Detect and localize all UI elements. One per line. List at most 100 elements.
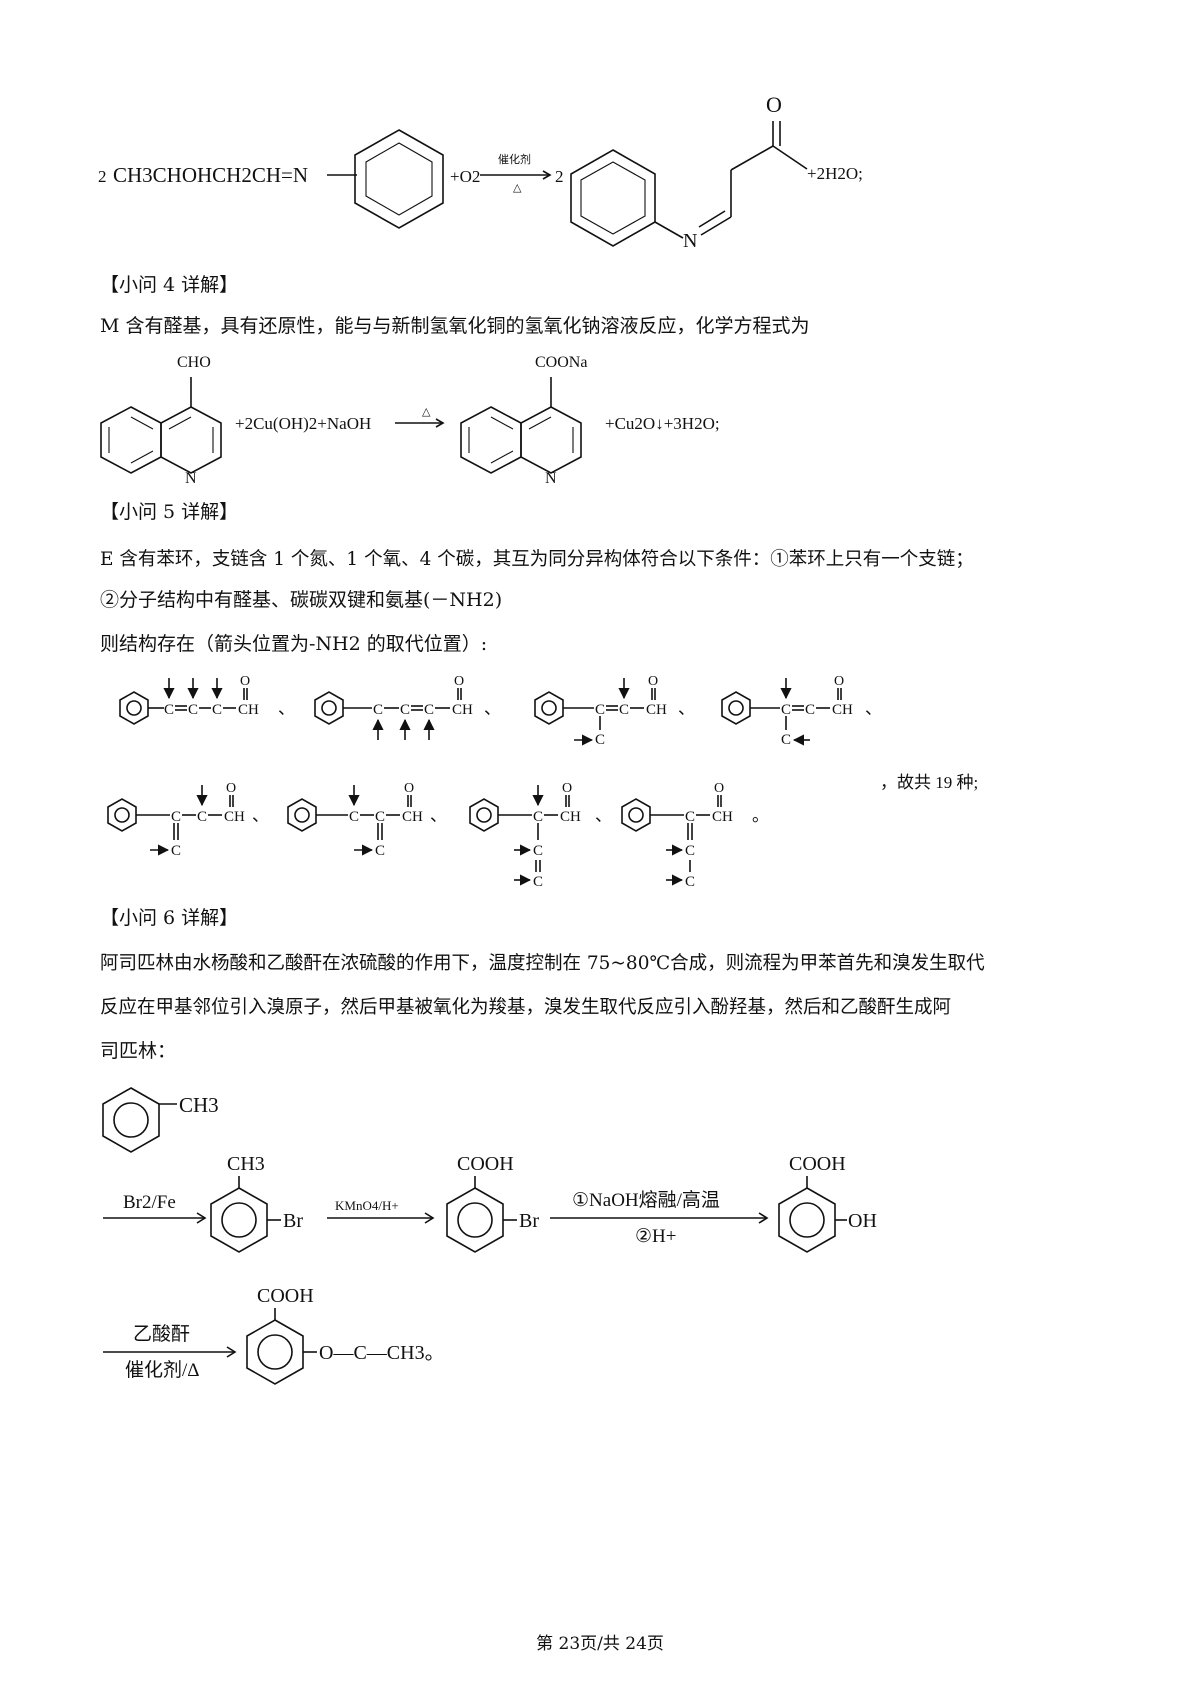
- eq3-catalyst: 催化剂: [498, 152, 531, 166]
- svg-text:COOH: COOH: [457, 1153, 514, 1175]
- isomer-7: C CH O C C: [469, 781, 581, 890]
- isomer-3: C C CH O C: [534, 674, 667, 748]
- svg-text:C: C: [781, 732, 791, 748]
- svg-text:、: 、: [678, 699, 695, 718]
- bromobenzoic-acid: COOH Br: [446, 1153, 539, 1253]
- q4-benzo-ring: [100, 406, 162, 474]
- q4-product-pyridine-ring: [520, 406, 582, 474]
- q5-line1: E 含有苯环，支链含 1 个氮、1 个氧、4 个碳，其互为同分异构体符合以下条件…: [100, 549, 974, 570]
- svg-text:、: 、: [252, 806, 269, 825]
- salicylic-acid: COOH OH: [778, 1153, 877, 1253]
- svg-text:C: C: [595, 702, 605, 718]
- svg-text:O: O: [404, 781, 414, 796]
- svg-text:C: C: [619, 702, 629, 718]
- isomer-4: C C CH O C: [721, 674, 853, 748]
- svg-text:O: O: [562, 781, 572, 796]
- toluene: CH3: [102, 1087, 219, 1153]
- svg-text:CH: CH: [224, 809, 245, 825]
- svg-text:C: C: [805, 702, 815, 718]
- eq3-product-n: N: [683, 230, 697, 252]
- svg-text:C: C: [595, 732, 605, 748]
- svg-text:C: C: [685, 809, 695, 825]
- eq3-water: +2H2O;: [807, 164, 863, 183]
- svg-text:C: C: [533, 809, 543, 825]
- q4-cho: CHO: [177, 354, 211, 371]
- q4-heading: 【小问 4 详解】: [100, 274, 239, 296]
- svg-text:CH: CH: [452, 702, 473, 718]
- svg-text:CH: CH: [238, 702, 259, 718]
- eq3-coefficient: 2: [98, 167, 107, 186]
- svg-text:O: O: [834, 674, 844, 689]
- svg-text:CH: CH: [402, 809, 423, 825]
- q6-step2: KMnO4/H+: [335, 1198, 399, 1213]
- svg-text:C: C: [533, 874, 543, 890]
- eq3-benzene-inner: [365, 142, 433, 216]
- svg-text:、: 、: [484, 699, 501, 718]
- eq3-plus-o2: +O2: [450, 167, 480, 186]
- q4-coona: COONa: [535, 354, 587, 371]
- svg-text:C: C: [781, 702, 791, 718]
- svg-text:C: C: [197, 809, 207, 825]
- q6-synthesis-scheme: CH3 Br2/Fe CH3 Br KMnO4/H+ COOH Br ①NaOH…: [102, 1087, 877, 1385]
- isomer-1: C C C CH O: [119, 674, 259, 725]
- aspirin: COOH O—C—CH3。: [246, 1285, 445, 1385]
- svg-text:C: C: [373, 702, 383, 718]
- q4-products: +Cu2O↓+3H2O;: [605, 414, 720, 433]
- svg-text:C: C: [212, 702, 222, 718]
- q4-pyridine-ring: [160, 406, 222, 474]
- svg-text:O: O: [714, 781, 724, 796]
- svg-text:、: 、: [865, 699, 882, 718]
- svg-text:C: C: [533, 843, 543, 859]
- q5-line3: 则结构存在（箭头位置为-NH2 的取代位置）:: [100, 633, 488, 655]
- q6-line3: 司匹林：: [100, 1040, 177, 1062]
- q5-total: ，故共 19 种;: [880, 773, 978, 792]
- q6-step3b: ②H+: [635, 1226, 676, 1247]
- q6-line2: 反应在甲基邻位引入溴原子，然后甲基被氧化为羧基，溴发生取代反应引入酚羟基，然后和…: [100, 997, 952, 1018]
- eq3-heat: △: [513, 182, 522, 194]
- svg-text:CH: CH: [712, 809, 733, 825]
- q6-step1: Br2/Fe: [123, 1192, 176, 1213]
- isomer-5: C C CH O C: [107, 781, 245, 859]
- svg-text:CH3: CH3: [227, 1153, 265, 1175]
- q5-isomers-row2: C C CH O C 、 C C CH O C 、 C CH: [107, 773, 978, 890]
- svg-text:C: C: [375, 809, 385, 825]
- q4-heat: △: [422, 406, 431, 418]
- svg-text:OH: OH: [848, 1210, 877, 1232]
- svg-text:C: C: [375, 843, 385, 859]
- isomer-6: C C CH O C: [287, 781, 423, 859]
- q6-step4b: 催化剂/Δ: [125, 1359, 200, 1381]
- svg-text:C: C: [685, 843, 695, 859]
- svg-text:、: 、: [278, 699, 295, 718]
- page-number: 第 23页/共 24页: [536, 1634, 664, 1654]
- svg-text:Br: Br: [519, 1210, 539, 1232]
- eq3-arrow-head: [542, 170, 552, 180]
- svg-text:C: C: [188, 702, 198, 718]
- eq3-reaction-scheme: 2 CH3CHOHCH2CH=N +O2 催化剂 △ 2 N O +2H2O;: [98, 92, 863, 252]
- svg-text:CH: CH: [646, 702, 667, 718]
- q6-line1: 阿司匹林由水杨酸和乙酸酐在浓硫酸的作用下，温度控制在 75~80℃合成，则流程为…: [100, 953, 985, 974]
- q5-isomers-row1: C C C CH O 、 C C C CH O 、 C C: [119, 674, 882, 748]
- q4-text: M 含有醛基，具有还原性，能与与新制氢氧化铜的氢氧化钠溶液反应，化学方程式为: [100, 315, 810, 337]
- eq3-reactant-formula: CH3CHOHCH2CH=N: [113, 163, 308, 187]
- q5-line2: ②分子结构中有醛基、碳碳双键和氨基(－NH2): [100, 589, 503, 611]
- svg-text:O: O: [226, 781, 236, 796]
- aspirin-ester: O—C—CH3。: [319, 1342, 445, 1364]
- bromotoluene: CH3 Br: [210, 1153, 303, 1253]
- q6-step3a: ①NaOH熔融/高温: [572, 1189, 720, 1211]
- svg-text:CH: CH: [560, 809, 581, 825]
- eq3-bond: [654, 221, 684, 239]
- svg-text:Br: Br: [283, 1210, 303, 1232]
- svg-text:、: 、: [595, 806, 612, 825]
- svg-text:O: O: [648, 674, 658, 689]
- eq3-product-o: O: [766, 92, 782, 117]
- eq3-product-ring: [570, 149, 656, 247]
- q4-product-benzo-ring: [460, 406, 522, 474]
- svg-text:C: C: [400, 702, 410, 718]
- svg-text:C: C: [171, 809, 181, 825]
- q6-step4a: 乙酸酐: [133, 1323, 190, 1345]
- svg-text:C: C: [424, 702, 434, 718]
- isomer-8: C CH O C C: [621, 781, 733, 890]
- svg-text:C: C: [349, 809, 359, 825]
- svg-text:、: 、: [430, 806, 447, 825]
- svg-text:N: N: [545, 470, 557, 487]
